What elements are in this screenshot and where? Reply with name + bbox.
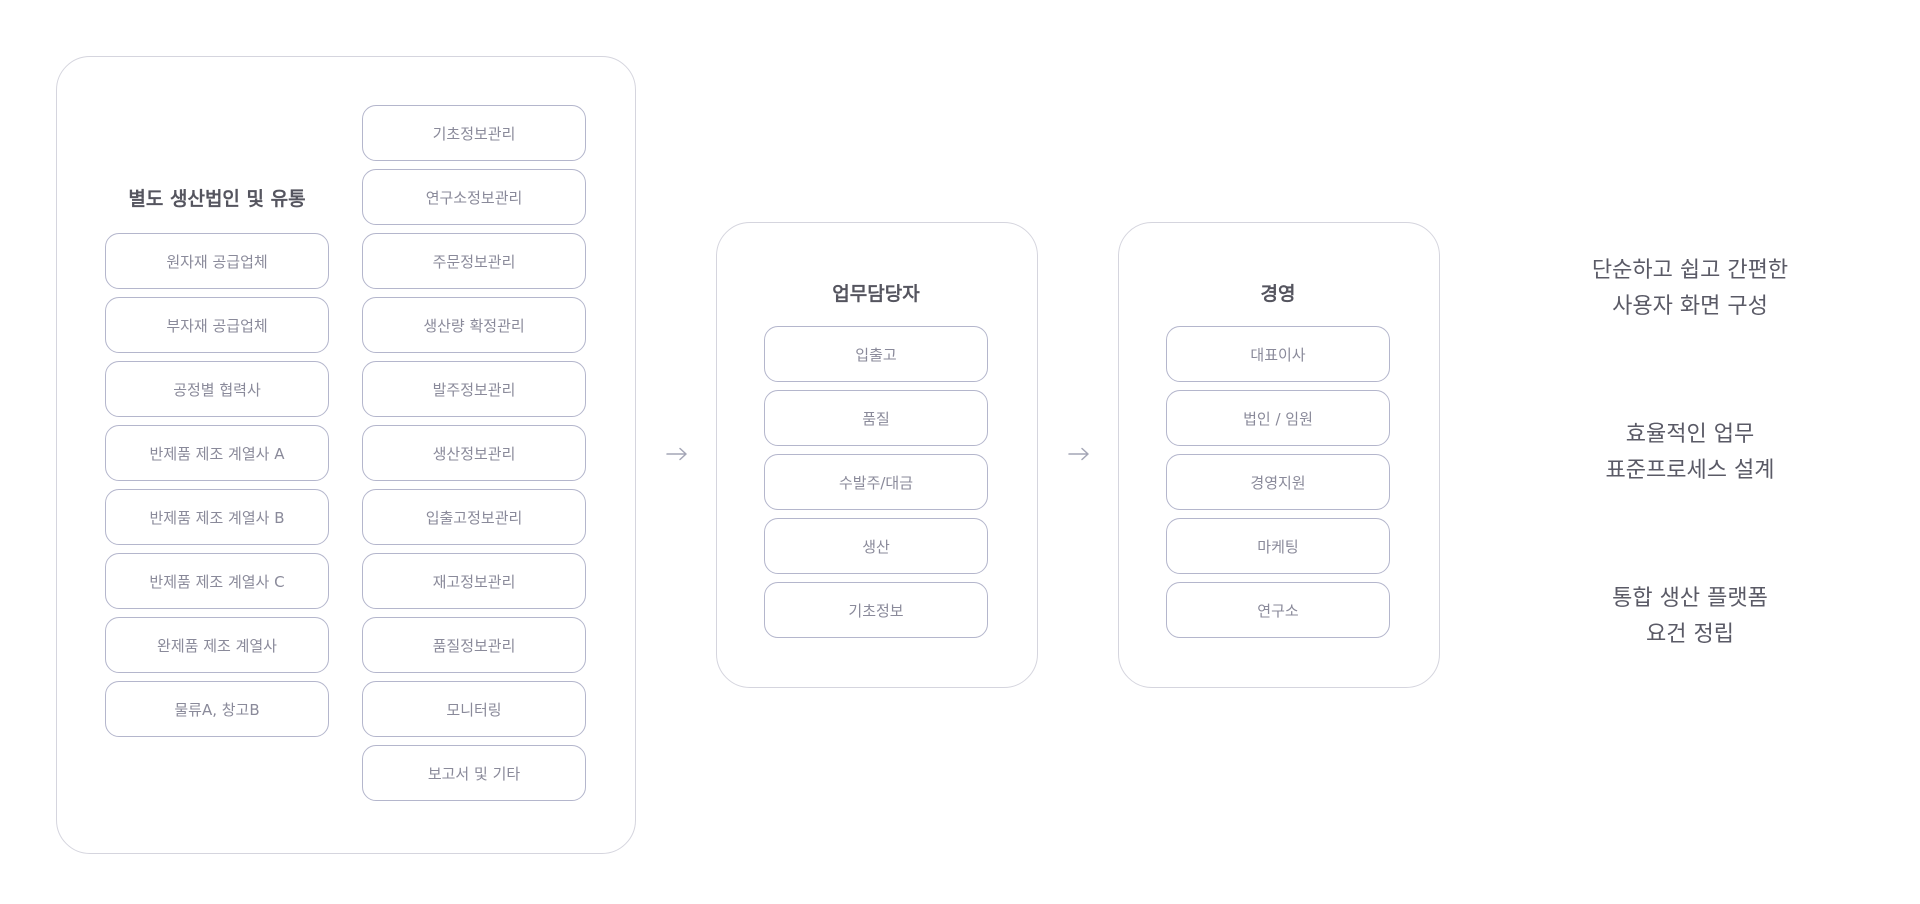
staff-panel-title: 업무담당자 [832,283,920,305]
management-item: 경영지원 [1166,454,1390,510]
module-item: 재고정보관리 [362,553,586,609]
entities-panel-title: 별도 생산법인 및 유통 [128,188,306,210]
module-item: 연구소정보관리 [362,169,586,225]
staff-item: 수발주/대금 [764,454,988,510]
benefit-statement: 통합 생산 플랫폼 요건 정립 [1540,581,1840,653]
entity-item: 물류A, 창고B [105,681,329,737]
staff-list: 입출고 품질 수발주/대금 생산 기초정보 [764,326,988,638]
entities-panel: 별도 생산법인 및 유통 원자재 공급업체 부자재 공급업체 공정별 협력사 반… [56,56,636,854]
management-item: 마케팅 [1166,518,1390,574]
entity-item: 부자재 공급업체 [105,297,329,353]
benefit-line: 효율적인 업무 [1625,422,1755,447]
entity-item: 원자재 공급업체 [105,233,329,289]
benefit-line: 사용자 화면 구성 [1612,294,1768,319]
management-item: 연구소 [1166,582,1390,638]
entity-item: 완제품 제조 계열사 [105,617,329,673]
module-item: 모니터링 [362,681,586,737]
staff-item: 입출고 [764,326,988,382]
module-item: 생산량 확정관리 [362,297,586,353]
benefit-line: 통합 생산 플랫폼 [1612,586,1768,611]
arrow-right-icon [666,447,687,461]
module-item: 발주정보관리 [362,361,586,417]
module-item: 품질정보관리 [362,617,586,673]
benefit-line: 표준프로세스 설계 [1605,458,1775,483]
management-list: 대표이사 법인 / 임원 경영지원 마케팅 연구소 [1166,326,1390,638]
module-item: 주문정보관리 [362,233,586,289]
management-panel: 경영 대표이사 법인 / 임원 경영지원 마케팅 연구소 [1118,222,1440,688]
benefit-line: 요건 정립 [1646,622,1734,647]
entities-list: 원자재 공급업체 부자재 공급업체 공정별 협력사 반제품 제조 계열사 A 반… [105,233,329,737]
benefit-statement: 효율적인 업무 표준프로세스 설계 [1540,417,1840,489]
entity-item: 반제품 제조 계열사 C [105,553,329,609]
staff-item: 품질 [764,390,988,446]
module-item: 입출고정보관리 [362,489,586,545]
entity-item: 반제품 제조 계열사 B [105,489,329,545]
modules-list: 기초정보관리 연구소정보관리 주문정보관리 생산량 확정관리 발주정보관리 생산… [362,105,586,801]
staff-panel: 업무담당자 입출고 품질 수발주/대금 생산 기초정보 [716,222,1038,688]
module-item: 기초정보관리 [362,105,586,161]
module-item: 보고서 및 기타 [362,745,586,801]
benefit-line: 단순하고 쉽고 간편한 [1591,258,1789,283]
arrow-right-icon [1068,447,1089,461]
staff-item: 생산 [764,518,988,574]
management-item: 법인 / 임원 [1166,390,1390,446]
entity-item: 반제품 제조 계열사 A [105,425,329,481]
benefit-statement: 단순하고 쉽고 간편한 사용자 화면 구성 [1540,253,1840,325]
staff-item: 기초정보 [764,582,988,638]
entity-item: 공정별 협력사 [105,361,329,417]
management-item: 대표이사 [1166,326,1390,382]
management-panel-title: 경영 [1260,283,1296,305]
module-item: 생산정보관리 [362,425,586,481]
